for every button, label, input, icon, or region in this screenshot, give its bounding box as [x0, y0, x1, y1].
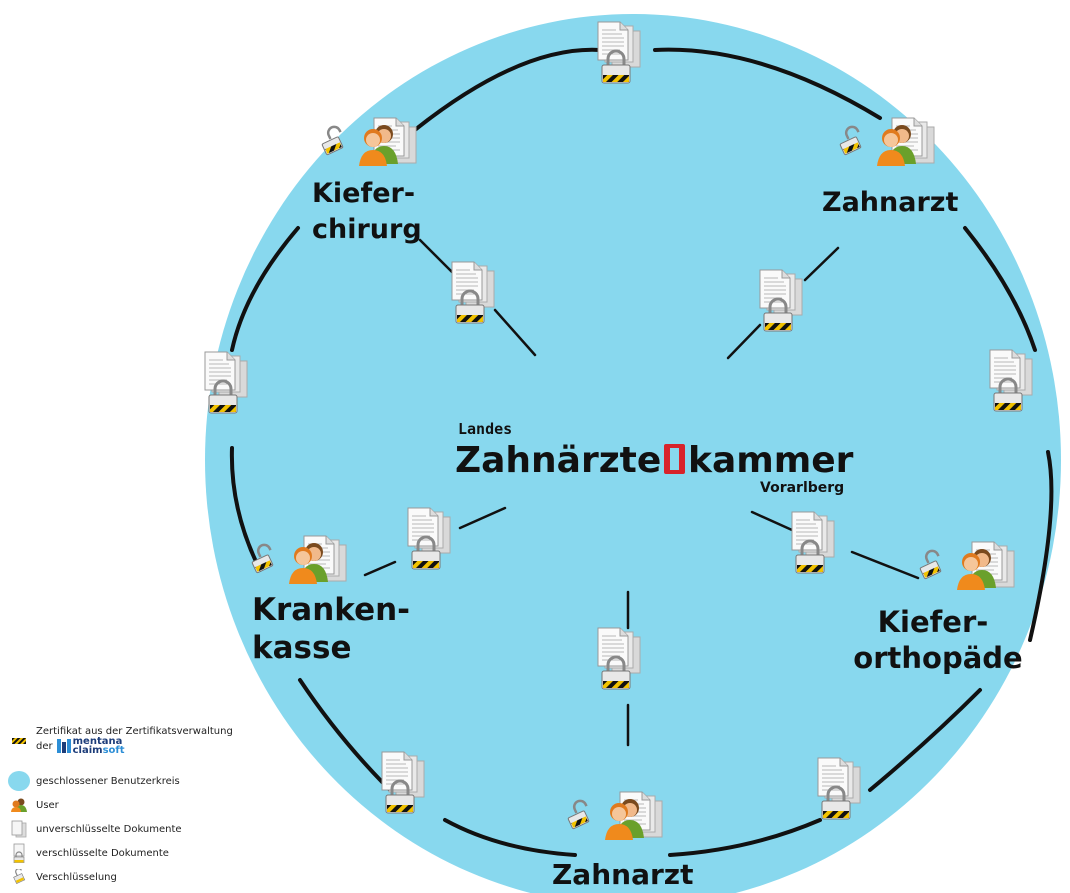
legend-item-closed-group: geschlossener Benutzerkreis [8, 771, 180, 791]
legend-item-user: User [8, 795, 59, 815]
legend-item-certificate: Zertifikat aus der Zertifikatsverwaltung… [8, 726, 233, 756]
open-lock-icon [8, 867, 30, 887]
legend-item-encryption: Verschlüsselung [8, 867, 117, 887]
mentana-claimsoft-logo: mentana claimsoft [56, 737, 125, 756]
legend-certificate-line1: Zertifikat aus der Zertifikatsverwaltung [36, 726, 233, 737]
legend-encryption-label: Verschlüsselung [36, 871, 117, 883]
label-kieferchirurg: Kiefer- chirurg [312, 178, 424, 245]
user-icon [8, 795, 30, 815]
legend-item-unencrypted: unverschlüsselte Dokumente [8, 819, 182, 839]
brand-sub-text: Vorarlberg [760, 480, 844, 496]
label-kieferorthopaede: Kiefer- orthopäde [853, 605, 1022, 675]
brand-logo: Landes Zahnärzte kammer Vorarlberg [455, 420, 854, 496]
legend-user-label: User [36, 799, 59, 811]
brand-top-text: Landes [458, 420, 512, 438]
encrypted-document-icon [8, 843, 30, 863]
certificate-icon [8, 731, 30, 751]
closed-group-icon [8, 771, 30, 791]
label-zahnarzt-bottom: Zahnarzt [552, 858, 693, 891]
label-zahnarzt-top: Zahnarzt [822, 187, 958, 218]
legend-closed-group-label: geschlossener Benutzerkreis [36, 775, 180, 787]
label-krankenkasse: Kranken- kasse [252, 592, 421, 666]
brand-main-right: kammer [688, 440, 854, 481]
brand-main-left: Zahnärzte [455, 440, 661, 481]
ring [229, 47, 1054, 857]
closed-group-circle [205, 14, 1061, 893]
legend-certificate-line2: der [36, 740, 53, 752]
legend-item-encrypted: verschlüsselte Dokumente [8, 843, 169, 863]
legend-unencrypted-label: unverschlüsselte Dokumente [36, 823, 182, 835]
document-icon [8, 819, 30, 839]
legend-encrypted-label: verschlüsselte Dokumente [36, 847, 169, 859]
